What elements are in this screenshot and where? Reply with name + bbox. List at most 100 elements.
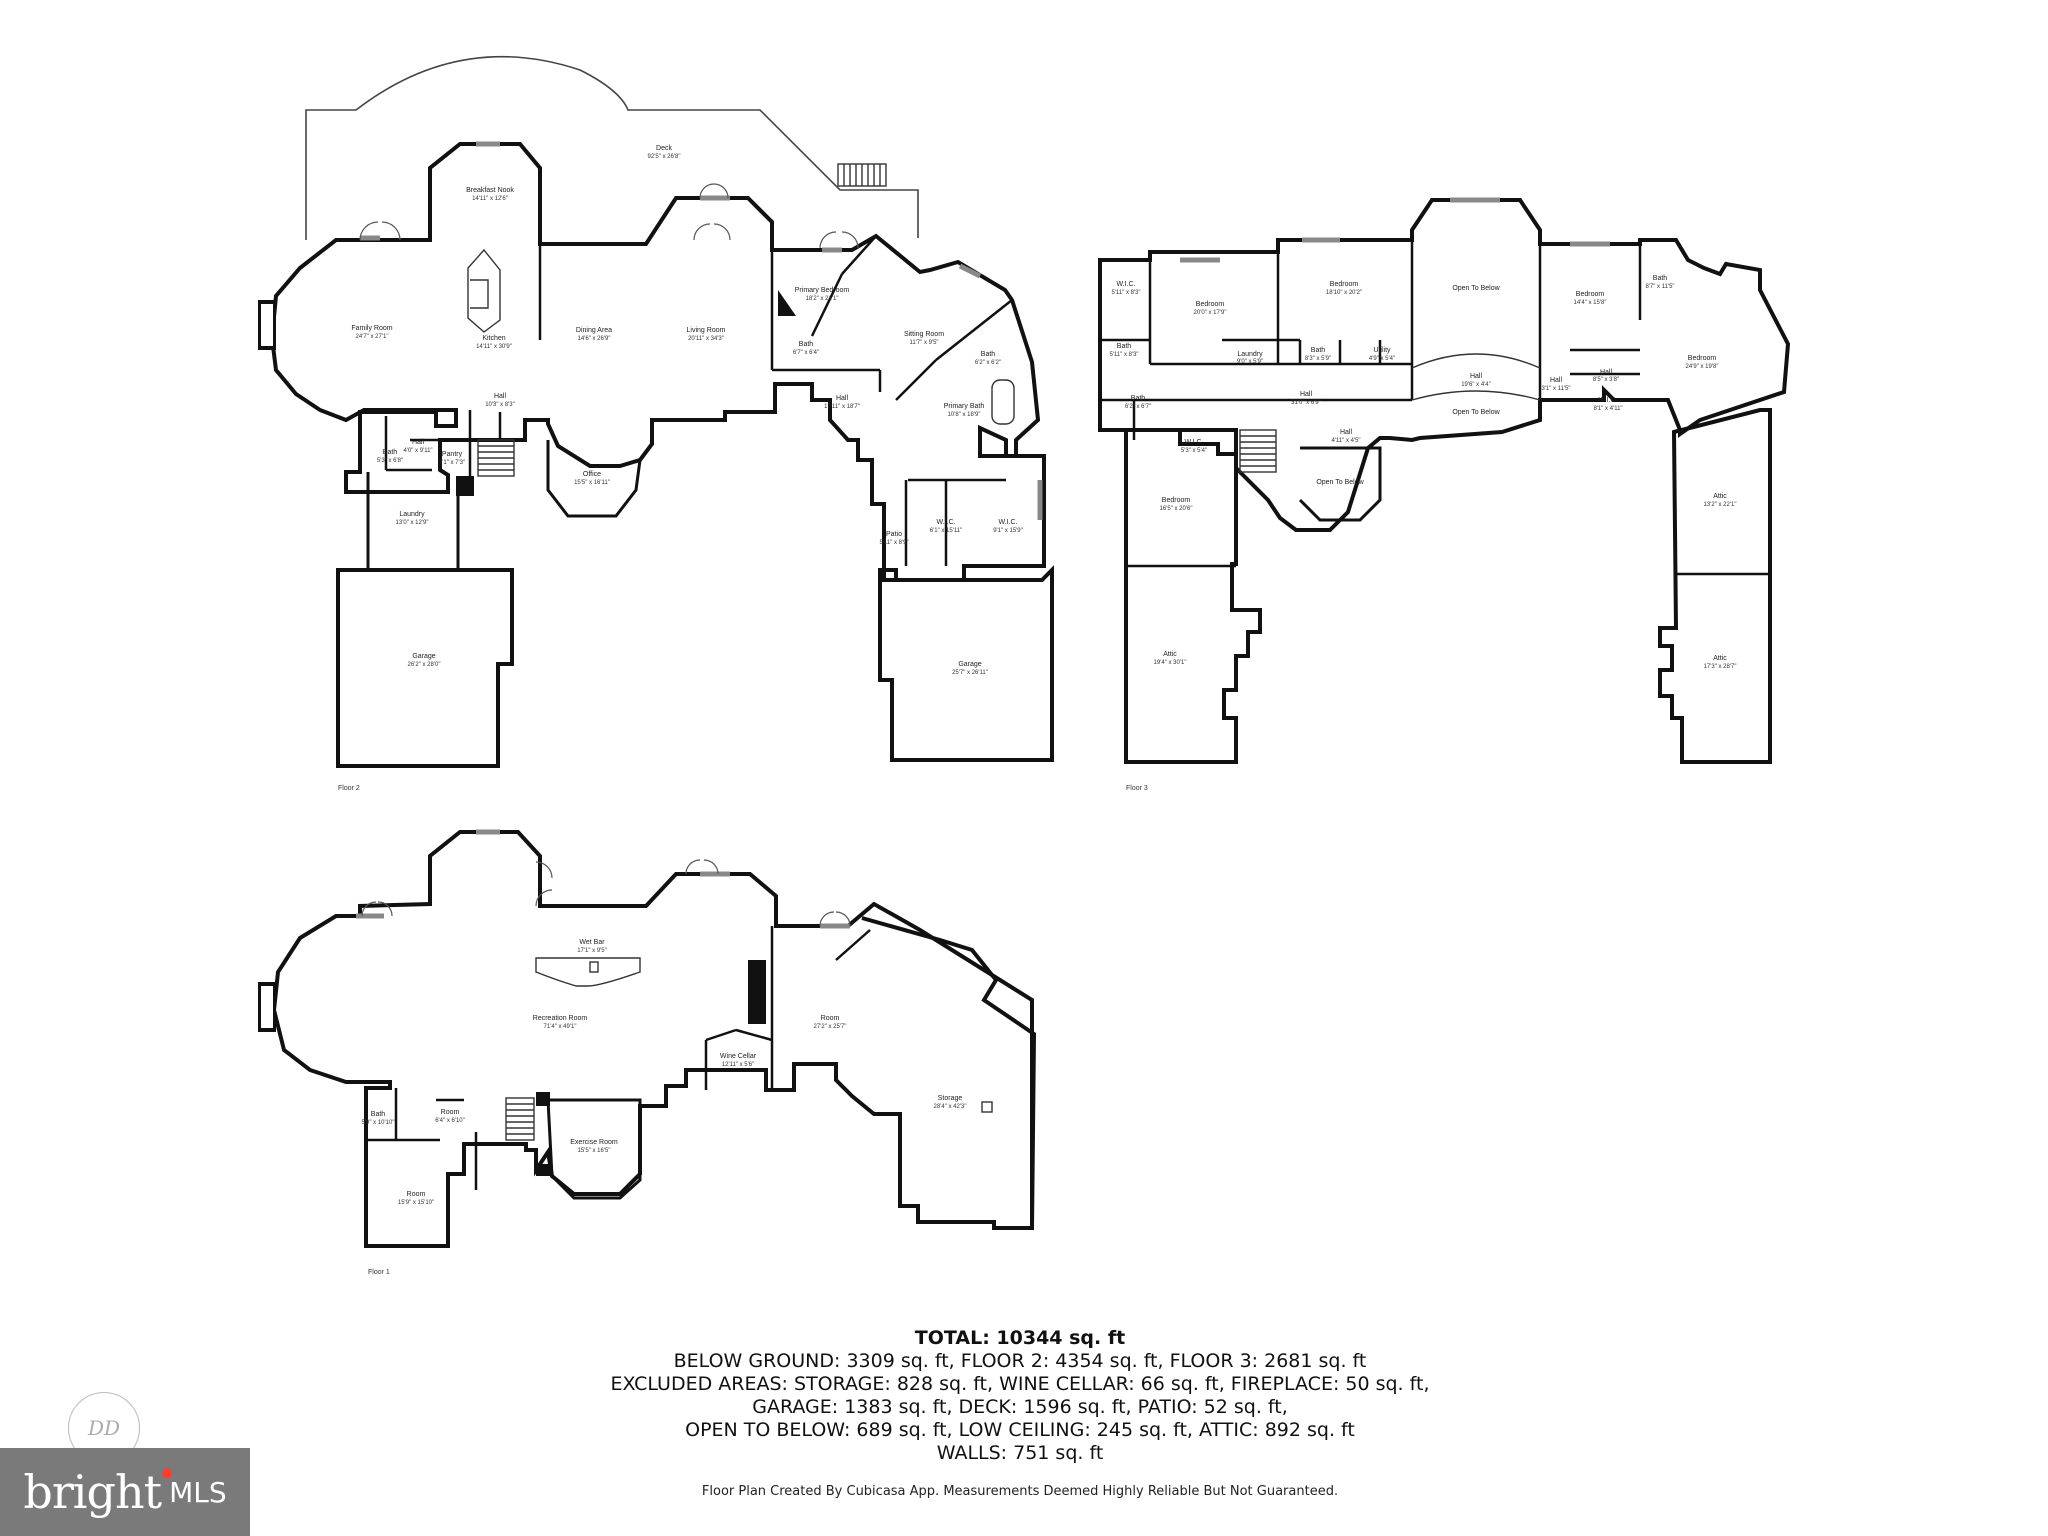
room-name: Bedroom [1576, 291, 1605, 298]
room-dims: 15'9" x 15'10" [398, 1200, 434, 1206]
room-dims: 6'7" x 6'4" [793, 350, 819, 356]
room-dims: 6'4" x 6'10" [435, 1118, 465, 1124]
room-name: W.I.C. [998, 519, 1017, 526]
room-dims: 5'11" x 8'9" [879, 540, 908, 546]
room-dims: 13'0" x 12'9" [396, 520, 429, 526]
room-name: Garage [412, 653, 435, 660]
photographer-seal-icon: DD [68, 1392, 140, 1464]
room-name: Utility [1373, 347, 1391, 354]
room-name: Storage [938, 1095, 963, 1102]
room-name: Garage [958, 661, 981, 668]
room-name: Bedroom [1162, 497, 1191, 504]
room-name: W.I.C. [1184, 439, 1203, 446]
room-dims: 8'7" x 11'5" [1645, 284, 1674, 290]
logo-suffix: MLS [169, 1475, 227, 1509]
room-dims: 18'10" x 20'2" [1326, 290, 1362, 296]
room-dims: 26'2" x 28'0" [408, 662, 441, 668]
room-dims: 6'2" x 6'7" [1125, 404, 1151, 410]
room-name: Open To Below [1316, 479, 1364, 486]
total-area: TOTAL: 10344 sq. ft [914, 1327, 1126, 1349]
room-dims: 14'4" x 15'8" [1574, 300, 1607, 306]
room-dims: 19'6" x 4'4" [1461, 382, 1491, 388]
room-name: Primary Bath [944, 403, 985, 410]
room-name: Attic [1713, 493, 1727, 500]
room-name: Room [407, 1191, 426, 1198]
room-dims: 5'3" x 6'8" [377, 458, 403, 464]
room-name: Kitchen [482, 335, 505, 342]
room-name: Bath [981, 351, 996, 358]
room-dims: 17'11" x 18'7" [824, 404, 860, 410]
room-name: Laundry [399, 511, 425, 518]
room-name: Exercise Room [570, 1139, 618, 1146]
room-name: Wine Cellar [720, 1053, 757, 1060]
seal-initials: DD [87, 1416, 121, 1440]
room-name: Bedroom [1688, 355, 1717, 362]
room-name: Patio [886, 531, 902, 538]
room-name: Deck [656, 145, 672, 152]
room-name: Attic [1163, 651, 1177, 658]
floor-label: Floor 2 [338, 785, 360, 792]
room-name: Family Room [351, 325, 392, 332]
room-name: Bath [1311, 347, 1326, 354]
room-name: Hall [1340, 429, 1353, 436]
room-dims: 14'11" x 30'9" [476, 344, 512, 350]
room-dims: 8'5" x 3'8" [1593, 377, 1619, 383]
room-dims: 15'5" x 16'5" [578, 1148, 611, 1154]
floor-3-plan [1098, 197, 1791, 764]
room-dims: 10'3" x 8'3" [485, 402, 515, 408]
room-dims: 27'2" x 25'7" [814, 1024, 847, 1030]
floor-2-room-labels: Deck 92'5" x 26'8" Breakfast Nook 14'11"… [338, 145, 1023, 792]
room-name: Room [441, 1109, 460, 1116]
room-name: Hall [836, 395, 849, 402]
room-dims: 15'5" x 16'11" [574, 480, 610, 486]
room-name: Bath [1653, 275, 1668, 282]
room-dims: 9'0" x 5'9" [1237, 359, 1263, 365]
room-name: Living Room [687, 327, 726, 334]
room-dims: 4'9" x 5'4" [1369, 356, 1395, 362]
room-dims: 10'8" x 18'9" [948, 412, 981, 418]
room-dims: 16'5" x 20'6" [1160, 506, 1193, 512]
room-dims: 12'11" x 5'6" [722, 1062, 754, 1068]
room-dims: 5'3" x 5'4" [1181, 448, 1207, 454]
room-dims: 3'1" x 11'5" [1541, 386, 1570, 392]
room-name: Bath [371, 1111, 386, 1118]
room-name: Pantry [442, 451, 463, 458]
room-dims: 4'11" x 4'5" [1331, 438, 1360, 444]
room-name: Primary Bedroom [795, 287, 850, 294]
logo-brand: bright [23, 1465, 162, 1519]
room-name: W.I.C. [1598, 397, 1617, 404]
summary-line: EXCLUDED AREAS: STORAGE: 828 sq. ft, WIN… [610, 1373, 1430, 1395]
room-name: Bath [799, 341, 814, 348]
room-name: Office [583, 471, 601, 478]
room-dims: 71'4" x 49'1" [544, 1024, 577, 1030]
room-dims: 9'1" x 15'9" [993, 528, 1023, 534]
room-name: Sitting Room [904, 331, 944, 338]
room-dims: 92'5" x 26'8" [648, 154, 681, 160]
room-dims: 14'11" x 12'6" [472, 196, 508, 202]
room-name: Hall [1600, 369, 1613, 376]
room-name: Hall [1470, 373, 1483, 380]
room-name: Bedroom [1330, 281, 1359, 288]
room-name: Bedroom [1196, 301, 1225, 308]
room-name: Hall [1550, 377, 1563, 384]
room-dims: 7'1" x 7'3" [439, 460, 465, 466]
summary-line: BELOW GROUND: 3309 sq. ft, FLOOR 2: 4354… [673, 1350, 1367, 1372]
room-name: Dining Area [576, 327, 612, 334]
room-name: W.I.C. [1116, 281, 1135, 288]
room-name: Hall [494, 393, 507, 400]
room-name: Bath [383, 449, 398, 456]
area-summary: TOTAL: 10344 sq. ft BELOW GROUND: 3309 s… [520, 1327, 1520, 1465]
room-dims: 25'7" x 26'11" [952, 670, 988, 676]
floor-label: Floor 1 [368, 1269, 390, 1276]
room-name: Recreation Room [533, 1015, 588, 1022]
room-name: Breakfast Nook [466, 187, 514, 194]
room-dims: 13'2" x 22'1" [1704, 502, 1737, 508]
room-dims: 18'2" x 21'1" [806, 296, 839, 302]
room-dims: 20'11" x 34'3" [688, 336, 724, 342]
room-dims: 20'0" x 17'9" [1194, 310, 1227, 316]
room-dims: 19'4" x 30'1" [1154, 660, 1187, 666]
room-name: Hall [1300, 391, 1313, 398]
logo-accent-dot-icon [162, 1468, 172, 1478]
room-dims: 6'1" x 15'11" [930, 528, 962, 534]
